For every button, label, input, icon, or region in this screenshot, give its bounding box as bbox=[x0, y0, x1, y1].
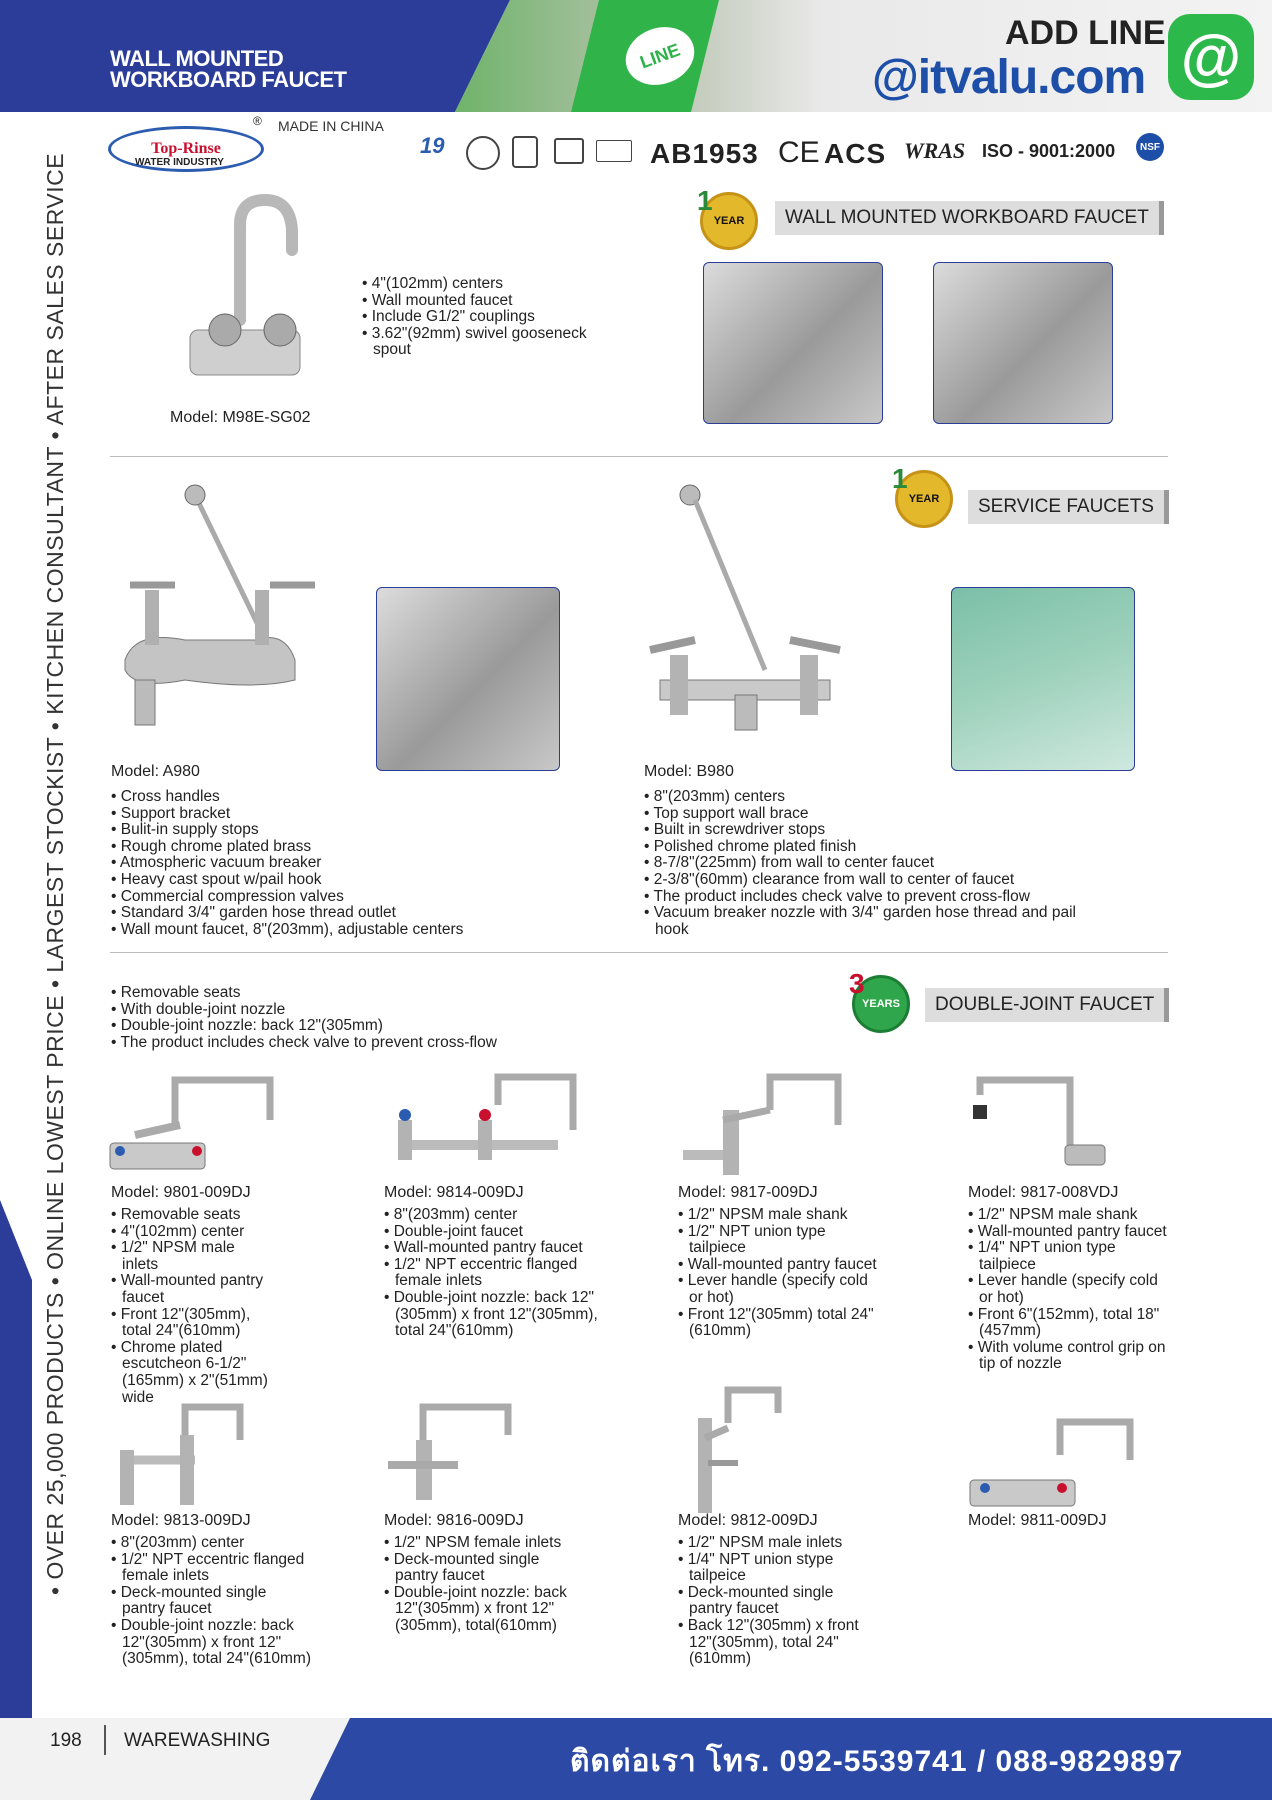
contact-phone[interactable]: ติดต่อเรา โทร. 092-5539741 / 088-9829897 bbox=[570, 1745, 1184, 1778]
specs-9817-009dj: 1/2" NPSM male shank 1/2" NPT union type… bbox=[678, 1206, 878, 1340]
model-9801-009dj: Model: 9801-009DJ bbox=[111, 1184, 251, 1201]
specs-a980: Cross handles Support bracket Bulit-in s… bbox=[111, 788, 521, 938]
cert-icon-3 bbox=[554, 138, 584, 164]
footer-contact-bar bbox=[310, 1718, 1272, 1800]
iso-mark: ISO - 9001:2000 bbox=[982, 141, 1116, 161]
faucet-9817-009dj bbox=[683, 1073, 842, 1175]
faucet-m98e-sg02 bbox=[189, 193, 301, 376]
faucet-9814-009dj bbox=[398, 1073, 577, 1160]
cert-icon-1 bbox=[466, 136, 500, 170]
photo-b980 bbox=[951, 587, 1135, 771]
faucet-9812-009dj bbox=[698, 1386, 782, 1513]
specs-9817-008vdj: 1/2" NPSM male shank Wall-mounted pantry… bbox=[968, 1206, 1168, 1373]
cert-icon-4 bbox=[596, 140, 632, 162]
model-m98e-sg02: Model: M98E-SG02 bbox=[170, 409, 311, 426]
specs-9812-009dj: 1/2" NPSM male inlets 1/4" NPT union sty… bbox=[678, 1534, 878, 1668]
brand-logo: Top-Rinse bbox=[108, 126, 264, 172]
footer-category: WAREWASHING bbox=[124, 1730, 271, 1751]
nsf-mark: NSF bbox=[1136, 133, 1164, 161]
wras-mark: WRAS bbox=[904, 138, 966, 163]
model-9817-009dj: Model: 9817-009DJ bbox=[678, 1184, 818, 1201]
years-badge: 19 bbox=[420, 133, 445, 158]
made-in: MADE IN CHINA bbox=[278, 118, 384, 134]
side-accent bbox=[0, 1200, 32, 1800]
section-title-service: SERVICE FAUCETS bbox=[968, 490, 1169, 524]
faucet-b980 bbox=[649, 484, 841, 731]
specs-b980: 8"(203mm) centers Top support wall brace… bbox=[644, 788, 1084, 938]
specs-double-joint-intro: Removable seats With double-joint nozzle… bbox=[111, 984, 591, 1051]
footer-separator bbox=[104, 1725, 106, 1755]
cert-icon-2 bbox=[512, 136, 538, 168]
page-title: WALL MOUNTED WORKBOARD FAUCET bbox=[110, 46, 347, 92]
divider-1 bbox=[110, 456, 1168, 457]
faucet-9816-009dj bbox=[388, 1403, 512, 1500]
divider-2 bbox=[110, 952, 1168, 953]
faucet-9813-009dj bbox=[120, 1403, 244, 1505]
section-title-workboard: WALL MOUNTED WORKBOARD FAUCET bbox=[775, 201, 1164, 235]
photo-workboard-2 bbox=[933, 262, 1113, 424]
faucet-9811-009dj bbox=[969, 1418, 1134, 1507]
ce-mark: CE bbox=[778, 136, 820, 169]
model-a980: Model: A980 bbox=[111, 763, 200, 780]
model-9817-008vdj: Model: 9817-008VDJ bbox=[968, 1184, 1119, 1201]
model-9812-009dj: Model: 9812-009DJ bbox=[678, 1512, 818, 1529]
specs-9801-009dj: Removable seats 4"(102mm) center 1/2" NP… bbox=[111, 1206, 271, 1406]
add-line-label: ADD LINE bbox=[1005, 14, 1166, 52]
faucet-a980 bbox=[124, 484, 315, 726]
model-9811-009dj: Model: 9811-009DJ bbox=[968, 1512, 1107, 1529]
model-9816-009dj: Model: 9816-009DJ bbox=[384, 1512, 524, 1529]
photo-workboard-1 bbox=[703, 262, 883, 424]
line-id[interactable]: @itvalu.com bbox=[872, 51, 1146, 104]
header-banner bbox=[0, 0, 510, 112]
page-number: 198 bbox=[50, 1730, 82, 1751]
specs-9814-009dj: 8"(203mm) center Double-joint faucet Wal… bbox=[384, 1206, 604, 1340]
specs-m98e-sg02: 4"(102mm) centers Wall mounted faucet In… bbox=[362, 275, 622, 359]
at-icon: @ bbox=[1168, 14, 1254, 100]
photo-a980 bbox=[376, 587, 560, 771]
faucet-9801-009dj bbox=[109, 1076, 274, 1170]
brand-sub: WATER INDUSTRY bbox=[135, 157, 224, 168]
model-9814-009dj: Model: 9814-009DJ bbox=[384, 1184, 524, 1201]
specs-9816-009dj: 1/2" NPSM female inlets Deck-mounted sin… bbox=[384, 1534, 584, 1635]
specs-9813-009dj: 8"(203mm) center 1/2" NPT eccentric flan… bbox=[111, 1534, 311, 1668]
registered-mark: ® bbox=[253, 114, 262, 128]
section-title-double-joint: DOUBLE-JOINT FAUCET bbox=[925, 988, 1170, 1022]
faucet-9817-008vdj bbox=[973, 1076, 1106, 1166]
ab1953-mark: AB1953 bbox=[650, 138, 759, 169]
model-9813-009dj: Model: 9813-009DJ bbox=[111, 1512, 251, 1529]
side-slogans: • OVER 25,000 PRODUCTS • ONLINE LOWEST P… bbox=[42, 152, 68, 1595]
acs-mark: ACS bbox=[824, 138, 887, 169]
footer-left bbox=[0, 1718, 360, 1800]
model-b980: Model: B980 bbox=[644, 763, 734, 780]
